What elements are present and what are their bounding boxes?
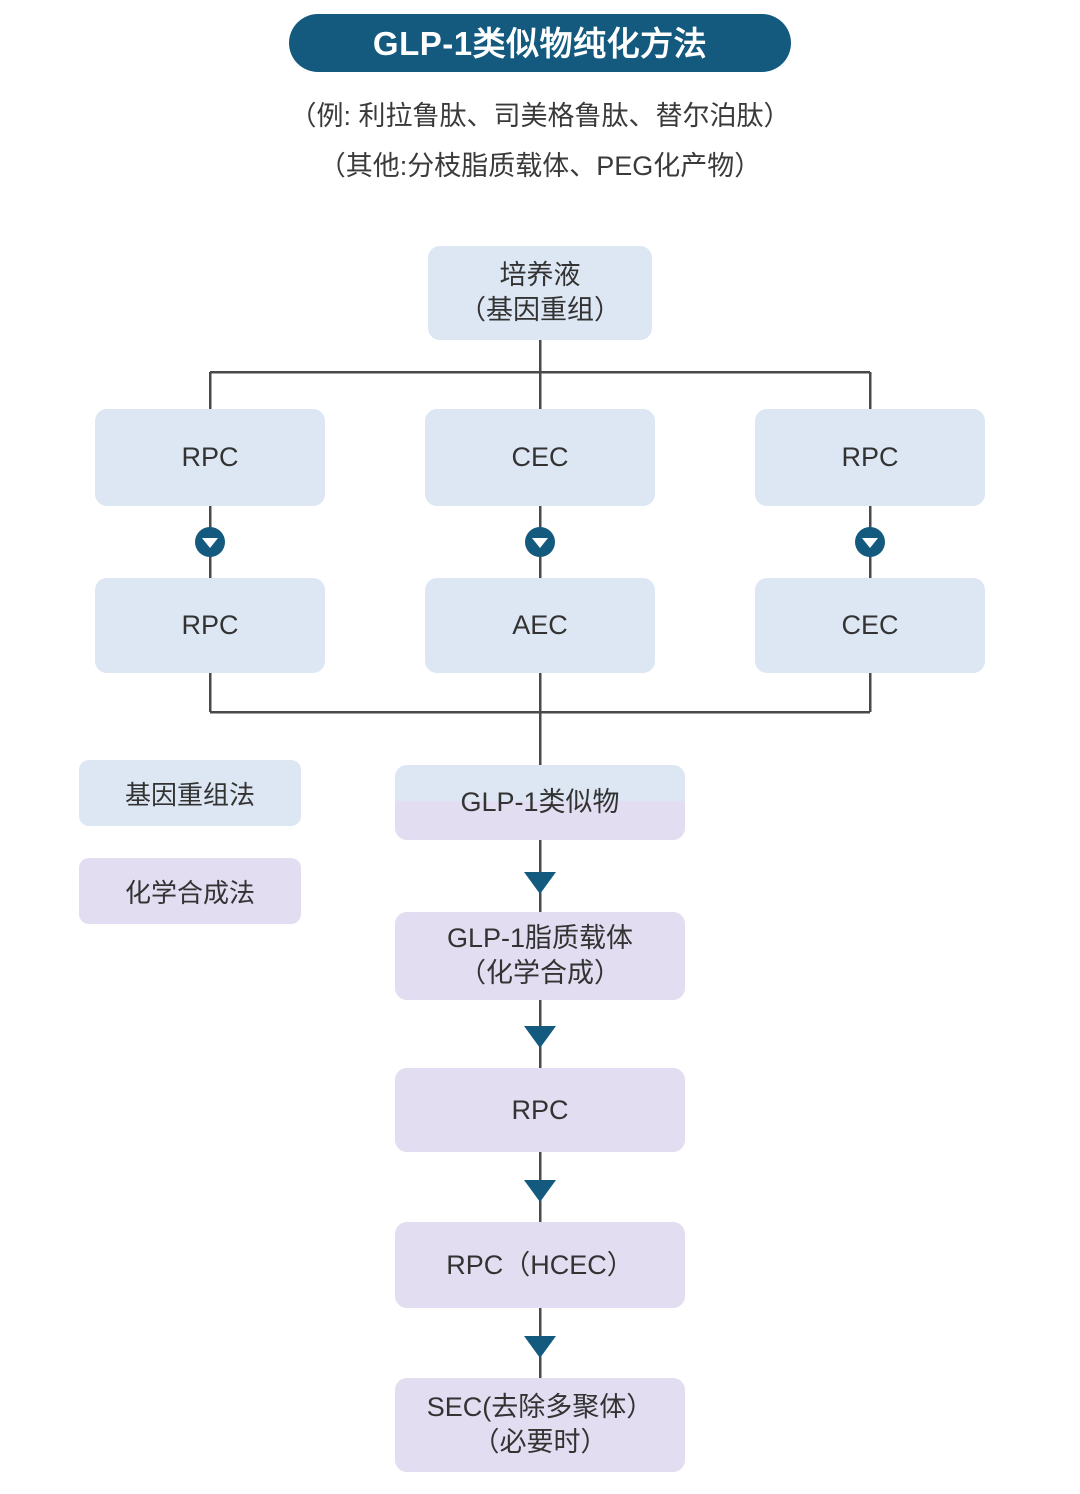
node-label: AEC [512,610,568,641]
subtitle-examples: （例: 利拉鲁肽、司美格鲁肽、替尔泊肽） [289,101,791,131]
circle-down-arrow-icon-right [855,527,885,557]
page-title-badge: GLP-1类似物纯化方法 [289,14,791,72]
node-label: RPC [181,610,239,641]
node-branch-middle-step1[interactable]: CEC [425,409,655,506]
node-chain-lipid-carrier[interactable]: GLP-1脂质载体 （化学合成） [395,912,685,1000]
legend-item-recombinant: 基因重组法 [79,760,301,826]
legend-item-chemical: 化学合成法 [79,858,301,924]
node-chain-sec[interactable]: SEC(去除多聚体） （必要时） [395,1378,685,1472]
node-label: RPC（HCEC） [446,1249,634,1280]
node-label: CEC [511,442,569,473]
circle-down-arrow-icon-left [195,527,225,557]
triangle-glyph [532,537,548,548]
circle-down-arrow-icon-middle [525,527,555,557]
legend-label: 化学合成法 [124,877,255,908]
triangle-glyph [202,537,218,548]
node-branch-left-step2[interactable]: RPC [95,578,325,673]
node-branch-right-step2[interactable]: CEC [755,578,985,673]
node-label: GLP-1脂质载体 （化学合成） [446,923,634,988]
node-chain-glp1-analog[interactable]: GLP-1类似物 [395,765,685,840]
triangle-glyph [862,537,878,548]
node-label: CEC [841,610,899,641]
node-chain-rpc[interactable]: RPC [395,1068,685,1152]
node-label: SEC(去除多聚体） （必要时） [426,1392,654,1457]
node-branch-middle-step2[interactable]: AEC [425,578,655,673]
page-title: GLP-1类似物纯化方法 [372,24,708,62]
subtitle-others: （其他:分枝脂质载体、PEG化产物） [318,151,762,181]
node-branch-left-step1[interactable]: RPC [95,409,325,506]
node-label: RPC [181,442,239,473]
legend-label: 基因重组法 [124,779,255,810]
node-label: GLP-1类似物 [460,787,620,818]
node-branch-right-step1[interactable]: RPC [755,409,985,506]
node-label: 培养液 （基因重组） [459,260,621,325]
node-source[interactable]: 培养液 （基因重组） [428,246,652,340]
node-label: RPC [511,1094,569,1125]
node-label: RPC [841,442,899,473]
node-chain-rpc-hcec[interactable]: RPC（HCEC） [395,1222,685,1308]
